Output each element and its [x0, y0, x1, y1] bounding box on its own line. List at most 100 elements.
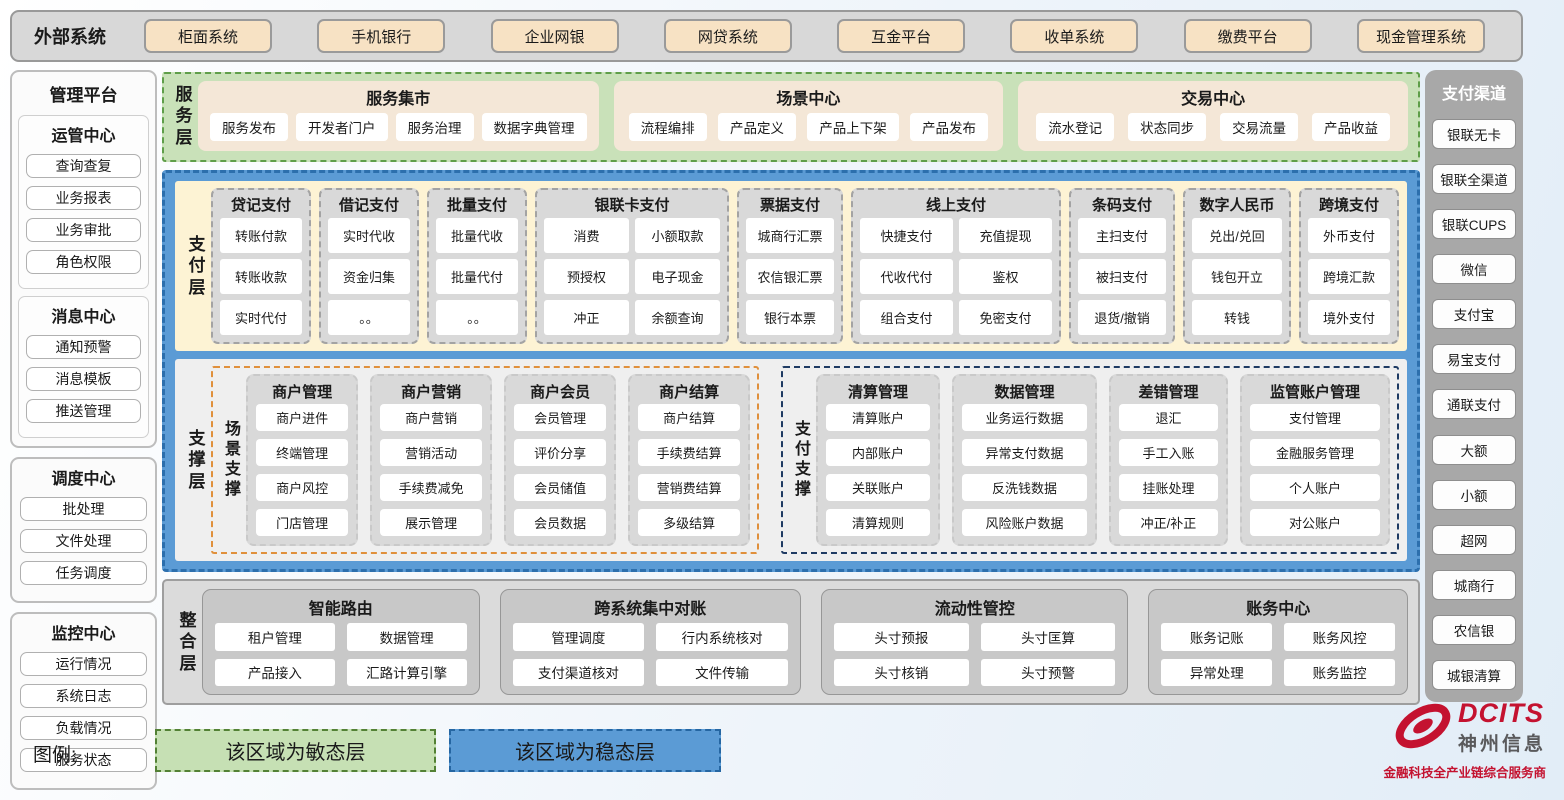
- payment-channels-title: 支付渠道: [1441, 86, 1506, 103]
- service-layer-label: 服务层: [175, 85, 193, 147]
- payment-channel-box: 易宝支付: [1432, 344, 1516, 375]
- smart-routing-item: 产品接入: [215, 658, 335, 686]
- merchant-member-item: 会员储值: [514, 474, 607, 501]
- external-systems-list: 柜面系统手机银行企业网银网贷系统互金平台收单系统缴费平台现金管理系统: [144, 19, 1499, 53]
- credit-pay-column: 贷记支付 转账付款转账收款实时代付: [211, 188, 311, 344]
- trade-item: 交易流量: [1220, 113, 1299, 141]
- ops-center-group: 运管中心 查询查复业务报表业务审批角色权限: [18, 115, 149, 289]
- ops-item: 业务审批: [26, 218, 141, 242]
- payment-channel-box: 微信: [1432, 254, 1516, 285]
- merchant-settle-item: 多级结算: [638, 509, 740, 536]
- payment-channel-box: 城银清算: [1432, 659, 1516, 690]
- smart-routing-group: 智能路由 租户管理数据管理产品接入汇路计算引擎: [202, 589, 480, 695]
- liquidity-control-item: 头寸预警: [980, 658, 1116, 686]
- schedule-item: 任务调度: [20, 561, 147, 585]
- accounting-center-items: 账务记账账务风控异常处理账务监控: [1161, 623, 1395, 686]
- payment-channel-box: 通联支付: [1432, 389, 1516, 420]
- monitor-center-panel: 监控中心 运行情况系统日志负载情况服务状态: [10, 612, 157, 790]
- management-sidebar: 管理平台 运管中心 查询查复业务报表业务审批角色权限 消息中心 通知预警消息模板…: [10, 70, 157, 799]
- monitor-item: 负载情况: [20, 716, 147, 740]
- unionpay-card-item: 余额查询: [635, 300, 720, 335]
- support-layer-label: 支撑层: [188, 429, 206, 491]
- merchant-mgmt-item: 商户进件: [256, 404, 349, 431]
- crossborder-pay-item: 外币支付: [1308, 218, 1390, 253]
- scene-center-title: 场景中心: [776, 91, 841, 108]
- schedule-item: 文件处理: [20, 529, 147, 553]
- unionpay-card-column: 银联卡支付 消费小额取款预授权电子现金冲正余额查询: [535, 188, 729, 344]
- payment-support-columns: 清算管理 清算账户内部账户关联账户清算规则 数据管理 业务运行数据异常支付数据反…: [816, 374, 1390, 546]
- ops-item: 角色权限: [26, 250, 141, 274]
- trade-center-group: 交易中心 流水登记状态同步交易流量产品收益: [1018, 81, 1408, 151]
- credit-pay-title: 贷记支付: [230, 197, 291, 214]
- bill-pay-items: 城商行汇票农信银汇票银行本票: [746, 218, 834, 335]
- barcode-pay-item: 退货/撤销: [1078, 300, 1166, 335]
- service-groups: 服务集市 服务发布开发者门户服务治理数据字典管理 场景中心 流程编排产品定义产品…: [198, 81, 1408, 151]
- error-mgmt-item: 手工入账: [1119, 439, 1218, 466]
- payment-channel-box: 大额: [1432, 434, 1516, 465]
- error-mgmt-item: 冲正/补正: [1119, 509, 1218, 536]
- debit-pay-title: 借记支付: [338, 197, 399, 214]
- merchant-mgmt-item: 商户风控: [256, 474, 349, 501]
- monitor-center-title: 监控中心: [51, 626, 116, 643]
- online-pay-item: 充值提现: [959, 218, 1052, 253]
- credit-pay-item: 实时代付: [220, 300, 302, 335]
- bill-pay-item: 银行本票: [746, 300, 834, 335]
- legend-label: 图例:: [33, 745, 77, 766]
- legend-stable-box: 该区域为稳态层: [449, 729, 721, 772]
- legend-agile-box: 该区域为敏态层: [155, 729, 436, 772]
- smart-routing-item: 数据管理: [346, 623, 467, 651]
- error-mgmt-items: 退汇手工入账挂账处理冲正/补正: [1119, 404, 1218, 536]
- batch-pay-items: 批量代收批量代付。。: [436, 218, 518, 335]
- external-systems-title: 外部系统: [34, 27, 106, 47]
- payment-channel-box: 银联无卡: [1432, 119, 1516, 150]
- debit-pay-column: 借记支付 实时代收资金归集。。: [319, 188, 419, 344]
- liquidity-control-items: 头寸预报头寸匡算头寸核销头寸预警: [833, 623, 1116, 686]
- service-item: 开发者门户: [296, 113, 388, 141]
- merchant-marketing-column: 商户营销 商户营销营销活动手续费减免展示管理: [370, 374, 492, 546]
- data-mgmt-item: 风险账户数据: [962, 509, 1087, 536]
- payment-channel-box: 小额: [1432, 479, 1516, 510]
- liquidity-control-item: 头寸预报: [833, 623, 969, 651]
- external-system-box: 收单系统: [1010, 19, 1139, 53]
- payment-channel-box: 银联CUPS: [1432, 209, 1516, 240]
- liquidity-control-group: 流动性管控 头寸预报头寸匡算头寸核销头寸预警: [820, 589, 1129, 695]
- support-sections: 场景支撑 商户管理 商户进件终端管理商户风控门店管理 商户营销 商户营销营销活动…: [211, 366, 1399, 554]
- data-mgmt-title: 数据管理: [994, 384, 1055, 401]
- digital-rmb-item: 钱包开立: [1192, 259, 1282, 294]
- external-system-box: 现金管理系统: [1356, 19, 1485, 53]
- logo-tagline: 金融科技全产业链综合服务商: [1383, 766, 1546, 780]
- schedule-item: 批处理: [20, 497, 147, 521]
- barcode-pay-title: 条码支付: [1091, 197, 1152, 214]
- management-panel: 管理平台 运管中心 查询查复业务报表业务审批角色权限 消息中心 通知预警消息模板…: [10, 70, 157, 448]
- barcode-pay-item: 主扫支付: [1078, 218, 1166, 253]
- ops-item: 查询查复: [26, 154, 141, 178]
- ops-center-title: 运管中心: [51, 128, 116, 145]
- reconciliation-item: 文件传输: [656, 658, 788, 686]
- scene-support-section: 场景支撑 商户管理 商户进件终端管理商户风控门店管理 商户营销 商户营销营销活动…: [211, 366, 759, 554]
- external-systems-bar: 外部系统 柜面系统手机银行企业网银网贷系统互金平台收单系统缴费平台现金管理系统: [10, 10, 1523, 62]
- smart-routing-title: 智能路由: [308, 601, 373, 618]
- liquidity-control-title: 流动性管控: [934, 601, 1015, 618]
- credit-pay-item: 转账付款: [220, 218, 302, 253]
- debit-pay-item: 资金归集: [328, 259, 410, 294]
- crossborder-pay-title: 跨境支付: [1318, 197, 1379, 214]
- regulatory-account-item: 金融服务管理: [1249, 439, 1380, 466]
- scene-support-label: 场景支撑: [224, 421, 241, 498]
- payment-channel-box: 支付宝: [1432, 299, 1516, 330]
- reconciliation-item: 行内系统核对: [656, 623, 788, 651]
- service-layer: 服务层 服务集市 服务发布开发者门户服务治理数据字典管理 场景中心 流程编排产品…: [162, 72, 1420, 162]
- clearing-mgmt-item: 清算规则: [826, 509, 931, 536]
- clearing-mgmt-item: 清算账户: [826, 404, 931, 431]
- unionpay-card-item: 预授权: [544, 259, 629, 294]
- payment-support-label: 支付支撑: [794, 421, 811, 498]
- stable-layer-container: 支付层 贷记支付 转账付款转账收款实时代付 借记支付 实时代收资金归集。。 批量…: [162, 170, 1420, 572]
- online-pay-item: 鉴权: [959, 259, 1052, 294]
- service-market-title: 服务集市: [366, 91, 431, 108]
- barcode-pay-column: 条码支付 主扫支付被扫支付退货/撤销: [1069, 188, 1175, 344]
- liquidity-control-item: 头寸核销: [833, 658, 969, 686]
- schedule-center-panel: 调度中心 批处理文件处理任务调度: [10, 457, 157, 603]
- merchant-member-column: 商户会员 会员管理评价分享会员储值会员数据: [504, 374, 617, 546]
- reconciliation-item: 支付渠道核对: [512, 658, 645, 686]
- digital-rmb-item: 兑出/兑回: [1192, 218, 1282, 253]
